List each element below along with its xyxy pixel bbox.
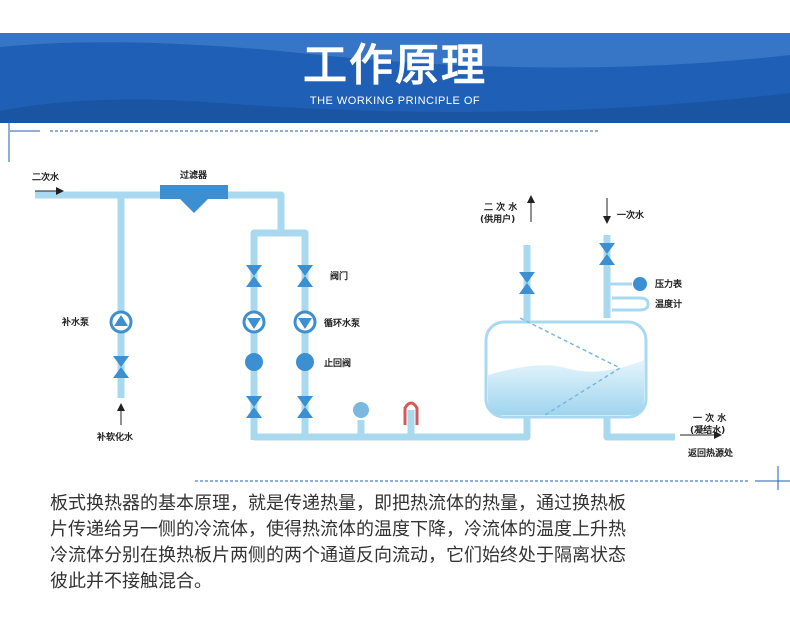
working-principle-diagram: 过滤器 — [8, 120, 790, 490]
left-branch-valve-top — [246, 265, 262, 287]
soft-water-label: 补软化水 — [96, 431, 134, 443]
primary-water-in-label: 一次水 — [617, 209, 645, 221]
description-line: 冷流体分别在换热板片两侧的两个通道反向流动，它们始终处于隔离状态 — [50, 545, 626, 566]
makeup-valve — [113, 356, 129, 378]
right-branch-valve-top — [297, 265, 313, 287]
page-subtitle: THE WORKING PRINCIPLE OF — [309, 95, 481, 107]
thermometer-label: 温度计 — [655, 298, 682, 310]
flow-arrows — [35, 187, 722, 439]
left-branch-valve-bottom — [246, 396, 262, 418]
filter: 过滤器 — [160, 169, 228, 213]
primary-in-valve — [599, 243, 615, 265]
return-line-gauge — [353, 402, 369, 418]
secondary-water-in-label: 二次水 — [32, 171, 60, 183]
secondary-supply-sub-label: (供用户) — [480, 213, 515, 225]
description-line: 彼此并不接触混合。 — [50, 571, 212, 592]
right-branch-check-valve — [296, 353, 314, 371]
valve-label: 阀门 — [330, 270, 348, 282]
left-branch-pump — [242, 310, 266, 334]
decorative-lines — [8, 120, 790, 490]
return-line-u-tube — [403, 401, 419, 425]
page-title: 工作原理 — [303, 40, 487, 91]
pressure-gauge-label: 压力表 — [655, 278, 683, 290]
makeup-pump — [109, 310, 133, 334]
return-to-source-label: 返回热源处 — [688, 447, 734, 459]
check-valve-label: 止回阀 — [324, 357, 351, 369]
header-banner — [0, 33, 790, 123]
secondary-supply-label: 二 次 水 — [484, 201, 518, 213]
primary-out-sub-label: (凝结水) — [690, 424, 725, 436]
primary-out-label: 一 次 水 — [693, 412, 727, 424]
right-branch-valve-bottom — [297, 396, 313, 418]
pressure-gauge — [607, 277, 647, 291]
makeup-pump-label: 补水泵 — [61, 316, 90, 328]
left-branch-check-valve — [245, 353, 263, 371]
description-line: 板式换热器的基本原理，就是传递热量，即把热流体的热量，通过换热板 — [50, 493, 626, 514]
description-line: 片传递给另一侧的冷流体，使得热流体的温度下降，冷流体的温度上升热 — [50, 519, 626, 540]
pipes — [35, 191, 675, 441]
filter-label: 过滤器 — [180, 169, 208, 181]
right-branch-pump — [293, 310, 317, 334]
secondary-supply-valve — [519, 272, 535, 294]
circ-pump-label: 循环水泵 — [324, 317, 361, 329]
heat-exchanger-tank — [484, 317, 648, 419]
thermometer — [612, 296, 650, 312]
description-text: 板式换热器的基本原理，就是传递热量，即把热流体的热量，通过换热板 片传递给另一侧… — [50, 491, 750, 595]
